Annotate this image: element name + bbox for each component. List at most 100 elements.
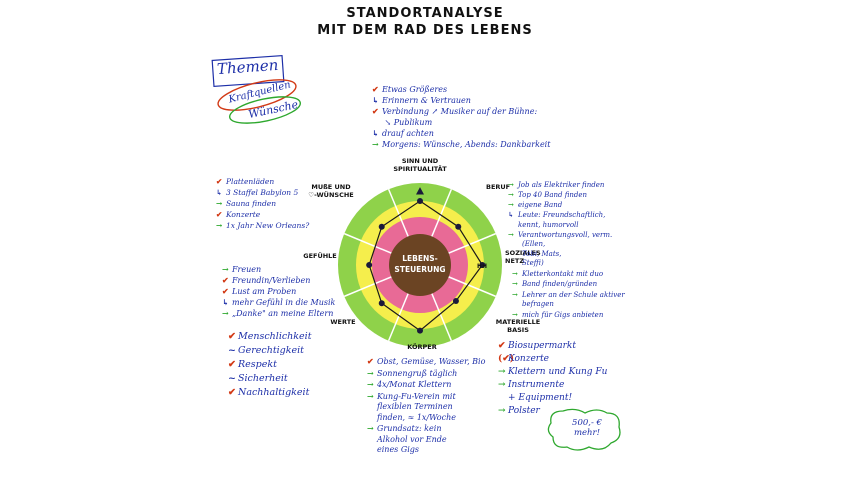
note-text: Sonnengruß täglich	[377, 368, 458, 378]
segment-label-basis-l1: MATERIELLE	[495, 318, 541, 326]
level-point-musse	[378, 223, 385, 230]
note-marker: (✔)	[498, 354, 515, 364]
note-marker: ✔	[228, 387, 236, 398]
note-item: eines Gigs	[367, 445, 485, 456]
note-text: drauf achten	[382, 129, 434, 138]
note-text: Sicherheit	[238, 373, 288, 384]
note-marker: →	[222, 308, 229, 318]
note-item: → Lehrer an der Schule aktiver	[512, 290, 625, 301]
note-text: Konzerte	[508, 354, 550, 364]
segment-label-sozial-l1: SOZIALES	[505, 249, 541, 257]
note-text: Lust am Proben	[232, 287, 297, 296]
note-text: Polster	[508, 406, 540, 416]
note-marker: ↳	[216, 188, 223, 197]
level-point-gefuehle	[366, 262, 373, 268]
note-marker: ✔	[216, 177, 223, 186]
sinn-arrow-marker	[416, 187, 424, 195]
note-text: Respekt	[238, 359, 277, 370]
note-text: Alkohol vor Ende	[377, 434, 447, 444]
note-item: →Morgens: Wünsche, Abends: Dankbarkeit	[372, 139, 550, 150]
center-label-line2: STEUERUNG	[394, 265, 445, 274]
note-item: (✔)Konzerte	[498, 353, 607, 366]
note-item: flexiblen Terminen	[367, 402, 485, 413]
notes-musse: ✔Plattenläden↳3 Staffel Babylon 5→Sauna …	[216, 176, 309, 231]
note-marker: →	[508, 190, 514, 199]
level-point-sozial	[479, 262, 486, 268]
note-item: →mich für Gigs anbieten	[512, 310, 625, 321]
money-bubble-text: 500,- € mehr!	[572, 418, 602, 438]
note-item: →eigene Band	[508, 200, 612, 210]
note-text: Freundin/Verlieben	[232, 276, 311, 285]
note-item: ↳drauf achten	[372, 128, 550, 139]
note-item: (Ellen,	[512, 240, 625, 250]
note-item: ✔Verbindung ↗ Musiker auf der Bühne:	[372, 106, 550, 117]
note-text: Erinnern & Vertrauen	[382, 96, 471, 105]
note-text: Verantwortungsvoll, verm.	[518, 231, 613, 239]
segment-label-beruf-l1: BERUF	[486, 183, 511, 191]
segment-label-gefuehle: GEFÜHLE	[298, 252, 342, 260]
note-item: ~Sicherheit	[228, 372, 312, 386]
note-text: Grundsatz: kein	[377, 424, 442, 433]
themen-box	[211, 54, 285, 88]
note-marker: →	[367, 379, 374, 389]
note-item: + Equipment!	[498, 392, 607, 405]
note-text: Top 40 Band finden	[518, 191, 588, 199]
note-text: flexiblen Terminen	[377, 402, 453, 411]
note-text: Konzerte	[226, 210, 261, 219]
note-item: →Instrumente	[498, 379, 607, 392]
kraftquellen-ellipse	[217, 79, 297, 111]
note-text: Freuen	[232, 265, 262, 274]
notes-koerper: ✔Obst, Gemüse, Wasser, Bio →Sonnengruß tä…	[367, 356, 485, 456]
note-item: ↳3 Staffel Babylon 5	[216, 187, 309, 198]
note-text: Obst, Gemüse, Wasser, Bio	[377, 357, 486, 366]
level-point-koerper	[417, 327, 423, 334]
segment-label-sinn-l2: SPIRITUALITÄT	[393, 165, 447, 173]
note-item: ✔Lust am Proben	[222, 286, 335, 297]
note-text: Tobi, Mats,	[522, 249, 562, 258]
notes-gefuehle: →Freuen✔Freundin/Verlieben✔Lust am Probe…	[222, 264, 335, 319]
note-text: Sauna finden	[226, 199, 277, 208]
note-item: ↘ Publikum	[372, 117, 550, 128]
note-text: 4x/Monat Klettern	[377, 380, 452, 389]
note-text: Steffi)	[522, 259, 544, 267]
note-item: ✔Obst, Gemüse, Wasser, Bio	[367, 356, 485, 368]
center-label-line1: LEBENS-	[402, 254, 438, 263]
note-text: Lehrer an der Schule aktiver	[522, 290, 625, 299]
level-point-sinn	[417, 198, 423, 205]
note-text: Kung-Fu-Verein mit	[377, 391, 456, 401]
level-point-basis	[452, 297, 459, 304]
note-item: →4x/Monat Klettern	[367, 379, 485, 391]
life-wheel: LEBENS- STEUERUNG HH	[338, 183, 502, 347]
notes-beruf: →Job als Elektriker finden→Top 40 Band f…	[508, 180, 612, 240]
note-item: →Polster	[498, 405, 607, 418]
wheel-core	[389, 234, 451, 296]
segment-label-sozial: SOZIALES NETZ	[505, 249, 553, 265]
segment-label-basis-l2: BASIS	[507, 326, 529, 334]
marker-label: HH	[477, 263, 487, 270]
note-item: ↳mehr Gefühl in die Musik	[222, 297, 335, 308]
note-text: Morgens: Wünsche, Abends: Dankbarkeit	[382, 140, 551, 149]
note-marker: ✔	[222, 275, 229, 285]
note-item: ✔Nachhaltigkeit	[228, 386, 312, 400]
notes-sozial: (Ellen,Tobi, Mats,Steffi)→Kletterkontakt…	[512, 240, 625, 320]
note-item: ↳Erinnern & Vertrauen	[372, 95, 550, 106]
note-text: „Danke" an meine Eltern	[232, 309, 334, 318]
note-item: finden, ≈ 1x/Woche	[367, 413, 485, 424]
note-item: →Kung-Fu-Verein mit	[367, 391, 485, 403]
note-marker: →	[512, 309, 518, 319]
segment-label-musse-l1: MUßE UND	[311, 183, 351, 191]
note-text: eigene Band	[518, 201, 563, 209]
note-item: ✔Freundin/Verlieben	[222, 275, 335, 286]
note-item: →Freuen	[222, 264, 335, 275]
note-item: →„Danke" an meine Eltern	[222, 308, 335, 319]
segment-label-koerper-l1: KÖRPER	[407, 343, 437, 351]
note-marker: →	[512, 289, 518, 299]
note-marker: →	[372, 139, 379, 149]
note-item: ✔Etwas Größeres	[372, 84, 550, 95]
segment-label-sozial-l2: NETZ	[505, 257, 525, 265]
segment-label-koerper: KÖRPER	[392, 343, 452, 351]
note-marker: →	[512, 268, 518, 278]
note-text: + Equipment!	[508, 393, 573, 403]
segment-label-sinn-l1: SINN UND	[401, 157, 439, 165]
note-item: →Grundsatz: kein	[367, 423, 485, 435]
